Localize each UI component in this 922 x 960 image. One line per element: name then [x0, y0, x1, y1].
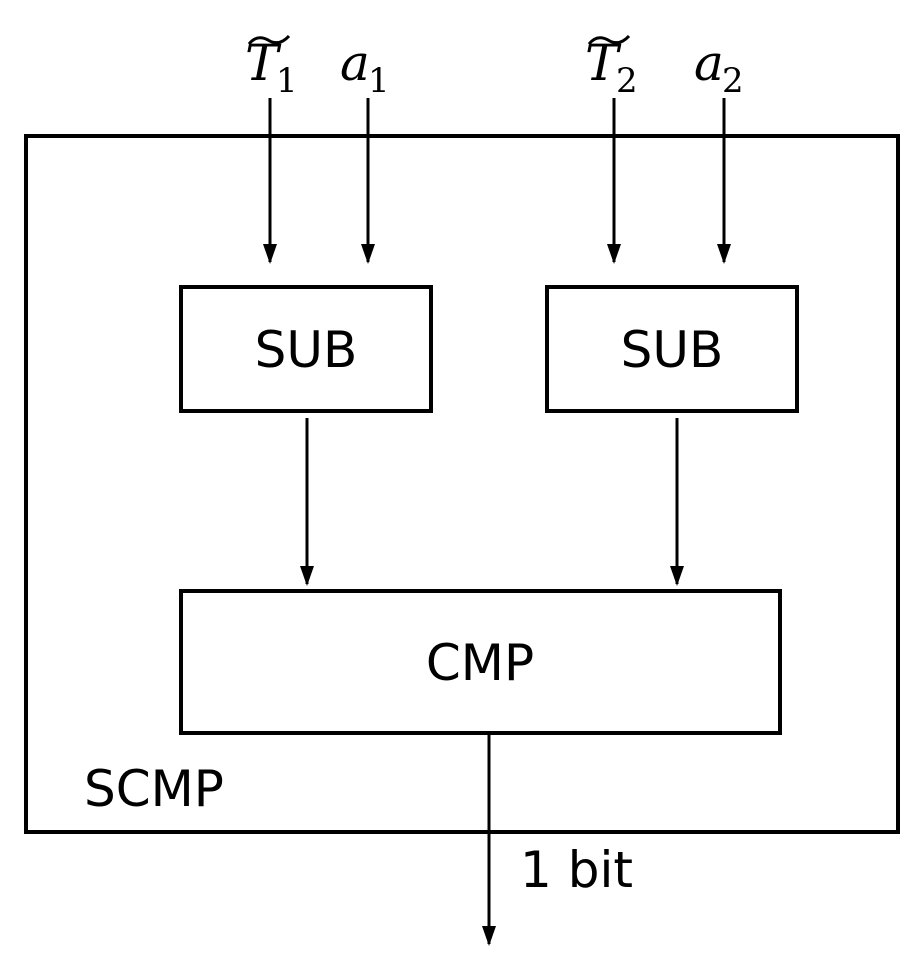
- svg-text:1: 1: [368, 61, 390, 101]
- svg-text:2: 2: [722, 61, 744, 101]
- input-a2-label: a 2: [694, 34, 744, 101]
- cmp-label: CMP: [426, 634, 534, 692]
- sub-right-label: SUB: [621, 321, 724, 379]
- input-t2-label: T 2: [585, 34, 638, 101]
- tilde-mark-t2: [587, 34, 631, 45]
- svg-text:T: T: [585, 34, 622, 92]
- sub-left-label: SUB: [255, 321, 358, 379]
- cmp-box: [179, 589, 782, 735]
- svg-text:T: T: [245, 34, 282, 92]
- input-t1-label: T 1: [245, 34, 298, 101]
- sub-right-box: [545, 285, 799, 413]
- svg-text:a: a: [694, 34, 724, 92]
- scmp-label: SCMP: [84, 760, 224, 818]
- sub-left-box: [179, 285, 433, 413]
- output-label: 1 bit: [520, 841, 633, 899]
- svg-text:2: 2: [616, 61, 638, 101]
- input-a1-label: a 1: [340, 34, 390, 101]
- scmp-outer-box: [24, 134, 900, 834]
- svg-text:1: 1: [276, 61, 298, 101]
- tilde-mark-t1: [247, 34, 291, 45]
- svg-text:a: a: [340, 34, 370, 92]
